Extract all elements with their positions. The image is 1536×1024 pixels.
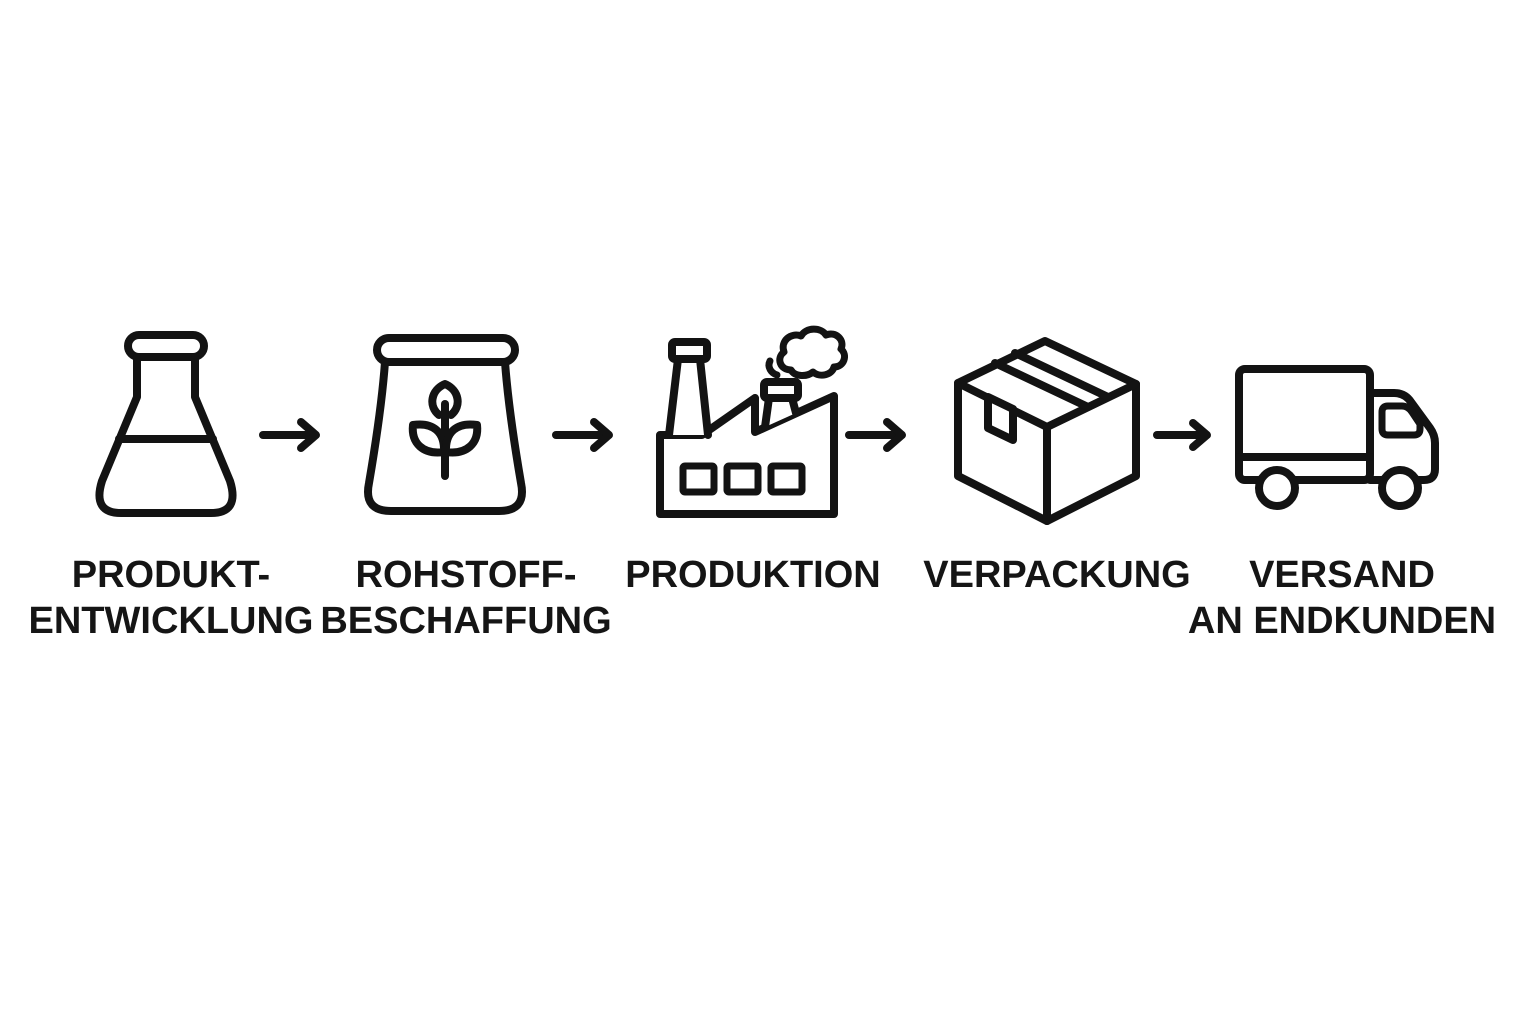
- step-label-line: ROHSTOFF-: [355, 554, 577, 596]
- step-label-line: PRODUKT-: [71, 554, 271, 596]
- step-label-line: ENTWICKLUNG: [28, 600, 314, 642]
- package-box-icon: [954, 337, 1140, 525]
- step-label-versand-an-endkunden: VERSAND AN ENDKUNDEN: [1188, 552, 1496, 644]
- step-label-line: VERSAND: [1249, 554, 1435, 596]
- step-label-produktion: PRODUKTION: [625, 552, 880, 598]
- step-label-line: AN ENDKUNDEN: [1187, 600, 1497, 642]
- step-label-verpackung: VERPACKUNG: [923, 552, 1190, 598]
- arrow-right-icon: [845, 418, 906, 452]
- arrow-right-icon: [552, 418, 613, 452]
- arrow-right-icon: [259, 418, 320, 452]
- delivery-truck-icon: [1235, 365, 1439, 510]
- step-label-line: BESCHAFFUNG: [320, 600, 612, 642]
- step-label-rohstoffbeschaffung: ROHSTOFF- BESCHAFFUNG: [320, 552, 611, 644]
- raw-material-bag-icon: [364, 334, 526, 515]
- step-label-produktentwicklung: PRODUKT- ENTWICKLUNG: [29, 552, 314, 644]
- arrow-right-icon: [1153, 419, 1211, 451]
- step-label-line: VERPACKUNG: [923, 554, 1191, 596]
- step-label-line: PRODUKTION: [625, 554, 881, 596]
- flask-icon: [95, 331, 237, 517]
- factory-icon: [656, 325, 848, 518]
